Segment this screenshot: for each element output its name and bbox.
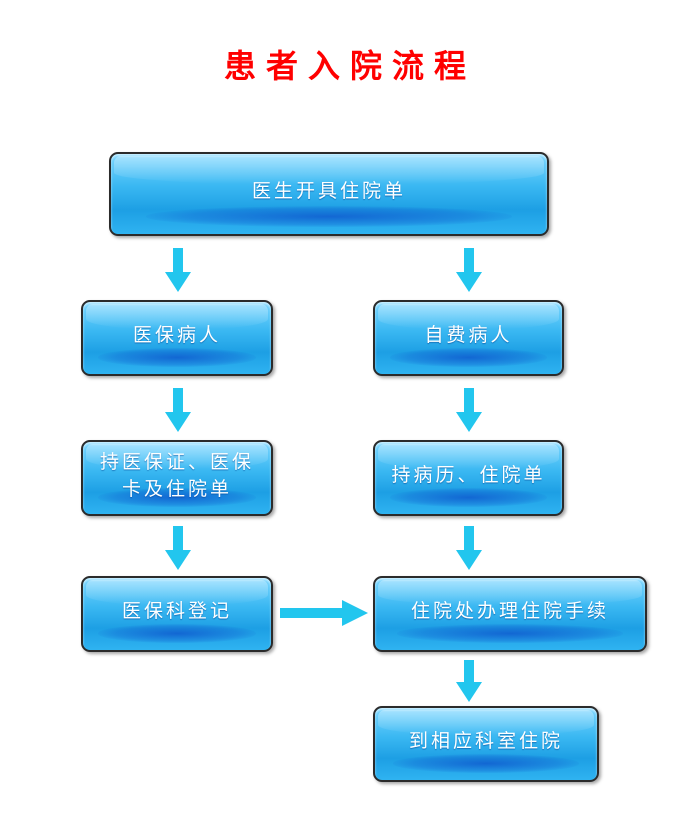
node-insurance-registration-label: 医保科登记 [121,599,232,622]
node-self-pay-patient-label: 自费病人 [424,323,513,346]
node-go-to-department: 到相应科室住院 [373,706,599,782]
node-insured-documents-label: 持医保证、医保卡及住院单 [99,451,254,500]
node-insured-patient: 医保病人 [81,300,273,376]
node-doctor-order-label: 医生开具住院单 [251,179,406,202]
arrow-down-icon [165,248,191,292]
node-go-to-department-label: 到相应科室住院 [408,729,563,752]
node-insured-patient-label: 医保病人 [132,323,221,346]
arrow-right-icon [280,600,368,626]
arrow-down-icon [456,526,482,570]
page-title: 患者入院流程 [223,47,476,85]
node-admission-office-label: 住院处办理住院手续 [410,599,609,622]
arrow-down-icon [456,660,482,702]
arrow-down-icon [456,388,482,432]
node-self-pay-patient: 自费病人 [373,300,564,376]
node-self-pay-documents: 持病历、住院单 [373,440,564,516]
arrow-down-icon [165,388,191,432]
node-insured-documents: 持医保证、医保卡及住院单 [81,440,273,516]
node-admission-office: 住院处办理住院手续 [373,576,647,652]
arrow-down-icon [165,526,191,570]
arrow-down-icon [456,248,482,292]
node-self-pay-documents-label: 持病历、住院单 [391,463,546,486]
node-insurance-registration: 医保科登记 [81,576,273,652]
node-doctor-order: 医生开具住院单 [109,152,549,236]
